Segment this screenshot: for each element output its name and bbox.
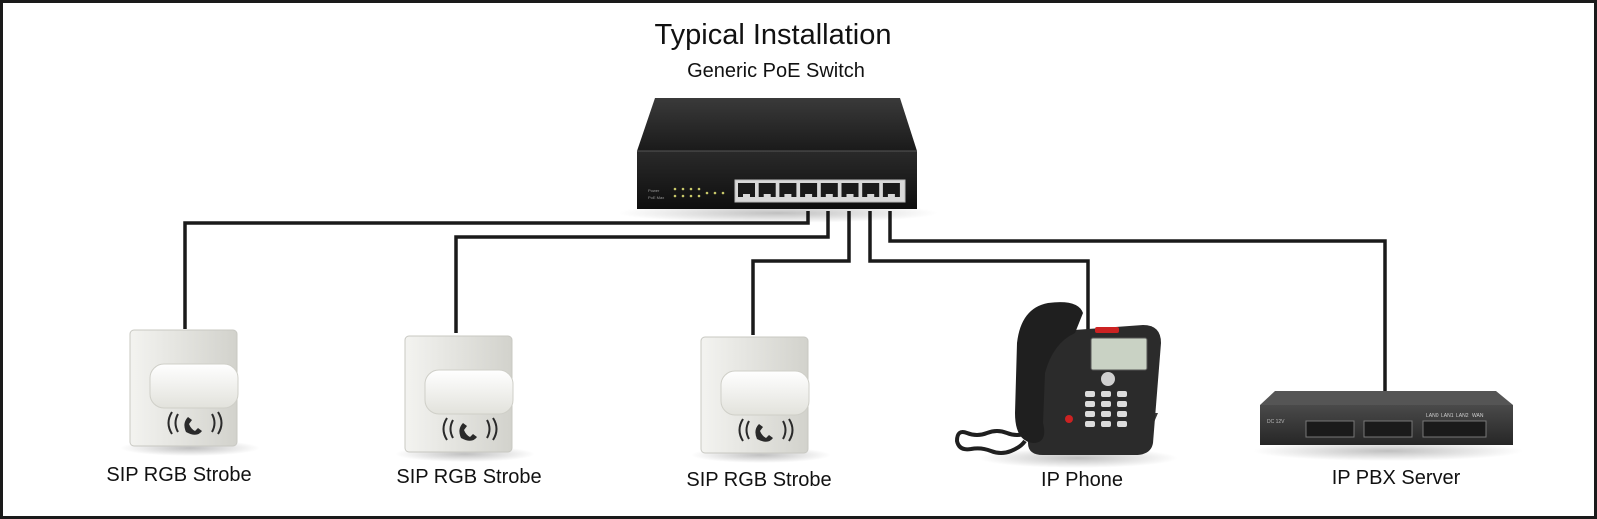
sip-strobe-icon: [120, 329, 260, 456]
strobe-2-label: SIP RGB Strobe: [396, 466, 542, 488]
installation-diagram: Power PoE Max: [120, 98, 1523, 468]
switch-label: Generic PoE Switch: [687, 60, 865, 82]
cable-strobe-3: [751, 211, 851, 335]
switch-port-notch: [887, 194, 895, 197]
switch-port: [800, 183, 818, 197]
switch-port-notch: [743, 194, 750, 197]
switch-port: [841, 183, 859, 197]
pbx-server-label: IP PBX Server: [1331, 467, 1461, 489]
cable-strobe-1: [183, 211, 810, 329]
switch-port: [779, 183, 797, 197]
ip-phone-icon: [954, 302, 1178, 468]
switch-port-notch: [805, 194, 813, 197]
switch-port-notch: [784, 194, 792, 197]
pbx-port-label-lan0: LAN0: [1426, 413, 1439, 419]
cable-strobe-2: [454, 211, 830, 333]
pbx-port-label-lan1: LAN1: [1441, 413, 1454, 419]
sip-strobe-icon: [691, 336, 831, 463]
diagram-title: Typical Installation: [654, 19, 892, 51]
poe-switch-icon: Power PoE Max: [618, 98, 938, 223]
pbx-power-label: DC 12V: [1267, 419, 1285, 425]
switch-power-label: Power: [648, 188, 660, 193]
pbx-server-icon: DC 12V LAN0 LAN1 LAN2 WAN: [1253, 391, 1523, 461]
switch-port-notch: [763, 194, 771, 197]
switch-port-notch: [825, 194, 833, 197]
switch-port: [882, 183, 900, 197]
switch-port: [862, 183, 880, 197]
switch-port-notch: [846, 194, 854, 197]
cable-pbx-server: [888, 211, 1387, 391]
switch-poe-max-label: PoE Max: [648, 195, 664, 200]
pbx-port-label-lan2: LAN2: [1456, 413, 1469, 419]
switch-port: [820, 183, 838, 197]
switch-port-notch: [867, 194, 875, 197]
ip-phone-label: IP Phone: [1041, 469, 1123, 491]
switch-ports: [738, 183, 900, 197]
sip-strobe-icon: [395, 335, 535, 462]
strobe-1-label: SIP RGB Strobe: [106, 464, 252, 486]
strobe-3-label: SIP RGB Strobe: [686, 469, 832, 491]
switch-port: [758, 183, 776, 197]
cable-ip-phone: [868, 211, 1090, 333]
switch-port: [738, 183, 755, 197]
pbx-port-label-wan: WAN: [1472, 413, 1484, 419]
